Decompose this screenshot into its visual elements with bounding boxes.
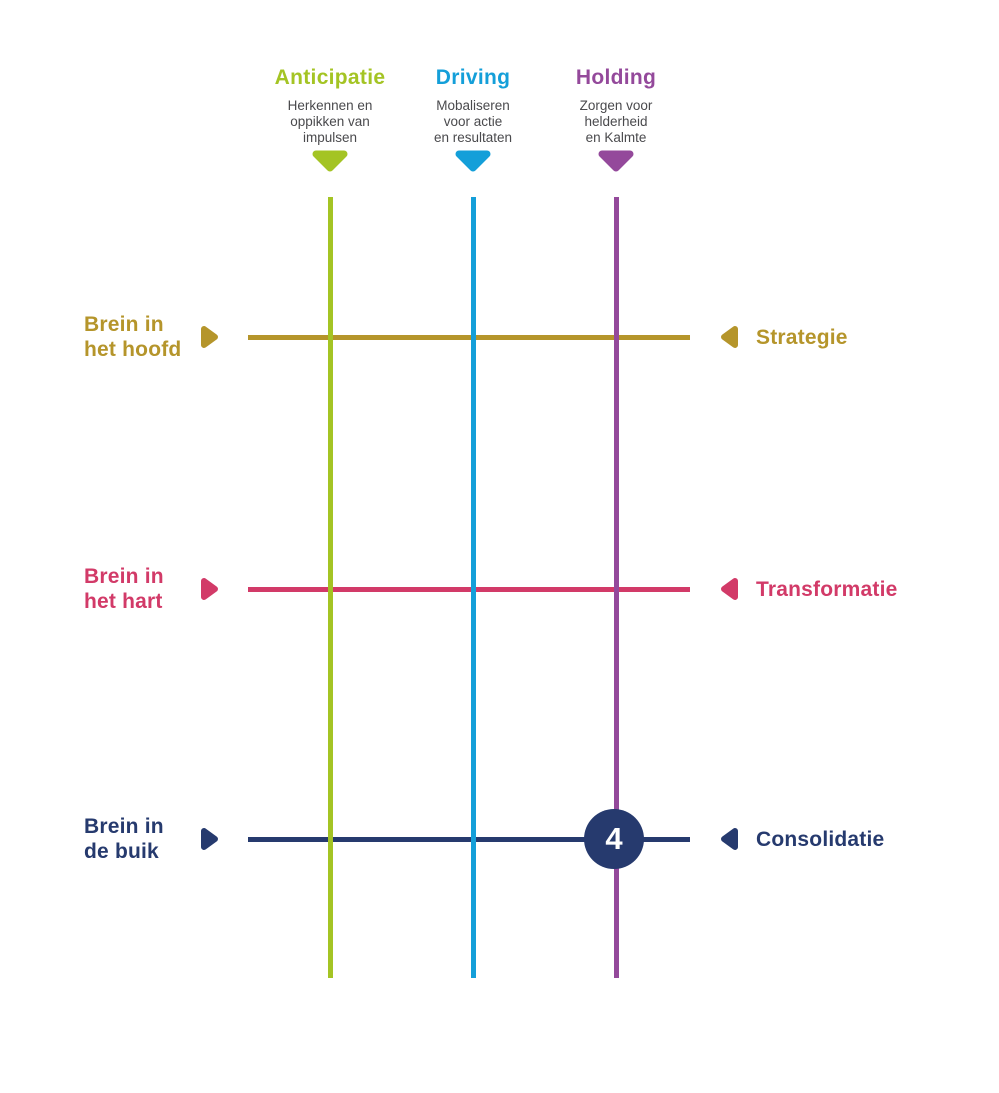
triangle-left-icon <box>721 578 738 600</box>
triangle-right-icon <box>201 578 218 600</box>
column-subtitle: Zorgen voor helderheid en Kalmte <box>579 98 653 145</box>
column-title: Anticipatie <box>274 66 386 89</box>
column-header-driving: Driving Mobaliseren voor actie en result… <box>383 66 563 146</box>
row-label-right: Consolidatie <box>756 828 885 851</box>
triangle-left-icon <box>721 828 738 850</box>
row-label-right: Transformatie <box>756 578 898 601</box>
column-header-anticipatie: Anticipatie Herkennen en oppikken van im… <box>240 66 420 146</box>
triangle-right-icon <box>201 828 218 850</box>
column-subtitle: Herkennen en oppikken van impulsen <box>287 98 373 145</box>
row-label-left: Brein in de buik <box>84 815 164 863</box>
intersection-badge: 4 <box>584 809 644 869</box>
triangle-down-icon <box>312 150 348 172</box>
column-line-holding <box>614 197 619 978</box>
triangle-left-icon <box>721 326 738 348</box>
triangle-right-icon <box>201 326 218 348</box>
triangle-down-icon <box>598 150 634 172</box>
row-line-consolidatie <box>248 837 690 842</box>
row-label-left: Brein in het hart <box>84 565 164 613</box>
column-subtitle: Mobaliseren voor actie en resultaten <box>433 98 513 145</box>
row-line-strategie <box>248 335 690 340</box>
column-header-holding: Holding Zorgen voor helderheid en Kalmte <box>526 66 706 146</box>
column-title: Driving <box>435 66 511 89</box>
column-line-driving <box>471 197 476 978</box>
row-line-transformatie <box>248 587 690 592</box>
row-label-left: Brein in het hoofd <box>84 313 182 361</box>
row-label-right: Strategie <box>756 326 848 349</box>
triangle-down-icon <box>455 150 491 172</box>
column-line-anticipatie <box>328 197 333 978</box>
column-title: Holding <box>575 66 657 89</box>
